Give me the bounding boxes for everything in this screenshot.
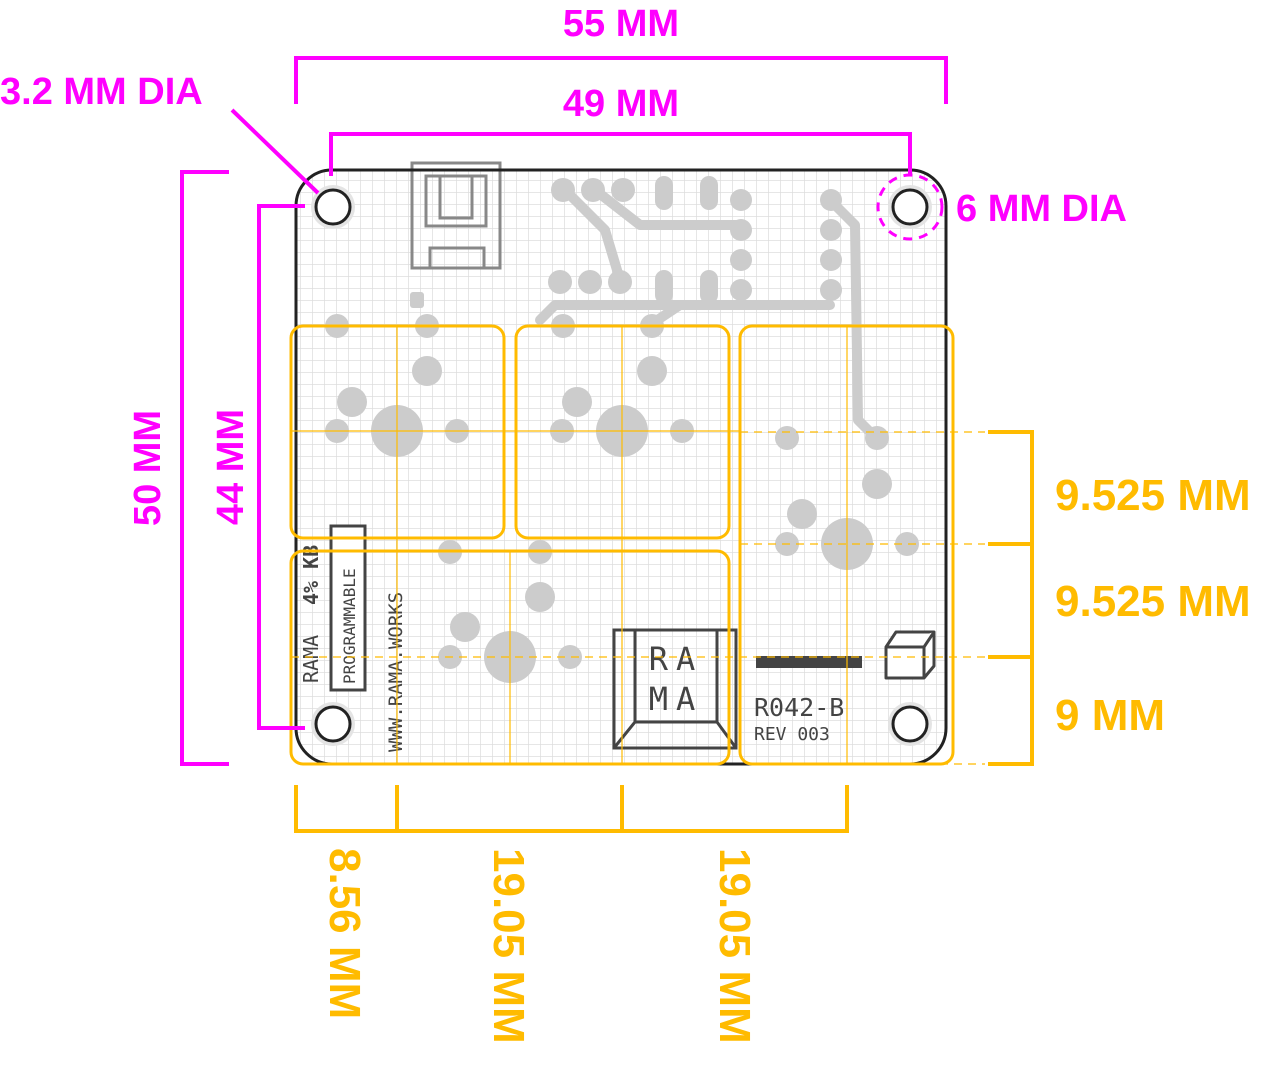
key-center-guides (291, 326, 985, 765)
dim-hole-small: 3.2 MM DIA (0, 71, 203, 113)
dim-bottom-2: 19.05 MM (484, 848, 533, 1044)
logo-text-row1: RA (649, 640, 704, 678)
silkscreen-programmable: PROGRAMMABLE (340, 568, 359, 684)
programmable-box (329, 524, 367, 692)
dim-width-holes: 49 MM (563, 83, 679, 125)
rama-logo: RA MA (612, 628, 738, 750)
orange-dimension-brackets (294, 430, 1034, 833)
silkscreen-text-group: RAMA 4% KB (299, 545, 323, 683)
dim-bottom-1: 8.56 MM (320, 848, 369, 1019)
dim-height-holes: 44 MM (210, 409, 252, 525)
dim-right-3: 9 MM (1055, 691, 1165, 740)
pcb-board: RAMA 4% KB PROGRAMMABLE WWW.RAMA.WORKS R… (294, 161, 948, 766)
dim-right-2: 9.525 MM (1055, 577, 1251, 626)
cube-icon (884, 630, 936, 680)
hole-dia-highlight (876, 173, 944, 241)
silkscreen-revision: REV 003 (754, 724, 830, 745)
silkscreen-url: WWW.RAMA.WORKS (385, 592, 407, 752)
silkscreen-brand: RAMA (299, 635, 323, 683)
silkscreen-model-kb: 4% KB (299, 545, 323, 605)
dim-right-1: 9.525 MM (1055, 471, 1251, 520)
dim-bottom-3: 19.05 MM (710, 848, 759, 1044)
mounting-holes (311, 185, 932, 746)
usb-connector (410, 161, 502, 270)
silkscreen-model-number: R042-B (754, 693, 844, 722)
magenta-dimension-brackets (180, 56, 948, 766)
dim-height-outer: 50 MM (127, 410, 169, 526)
dim-width-outer: 55 MM (563, 3, 679, 45)
traces (535, 185, 881, 443)
logo-text-row2: MA (649, 680, 704, 718)
switch-pads (325, 314, 919, 683)
dim-hole-large: 6 MM DIA (956, 188, 1127, 230)
silkscreen-bar (756, 656, 862, 668)
header-pads (548, 176, 842, 304)
smd-pad (410, 292, 424, 308)
